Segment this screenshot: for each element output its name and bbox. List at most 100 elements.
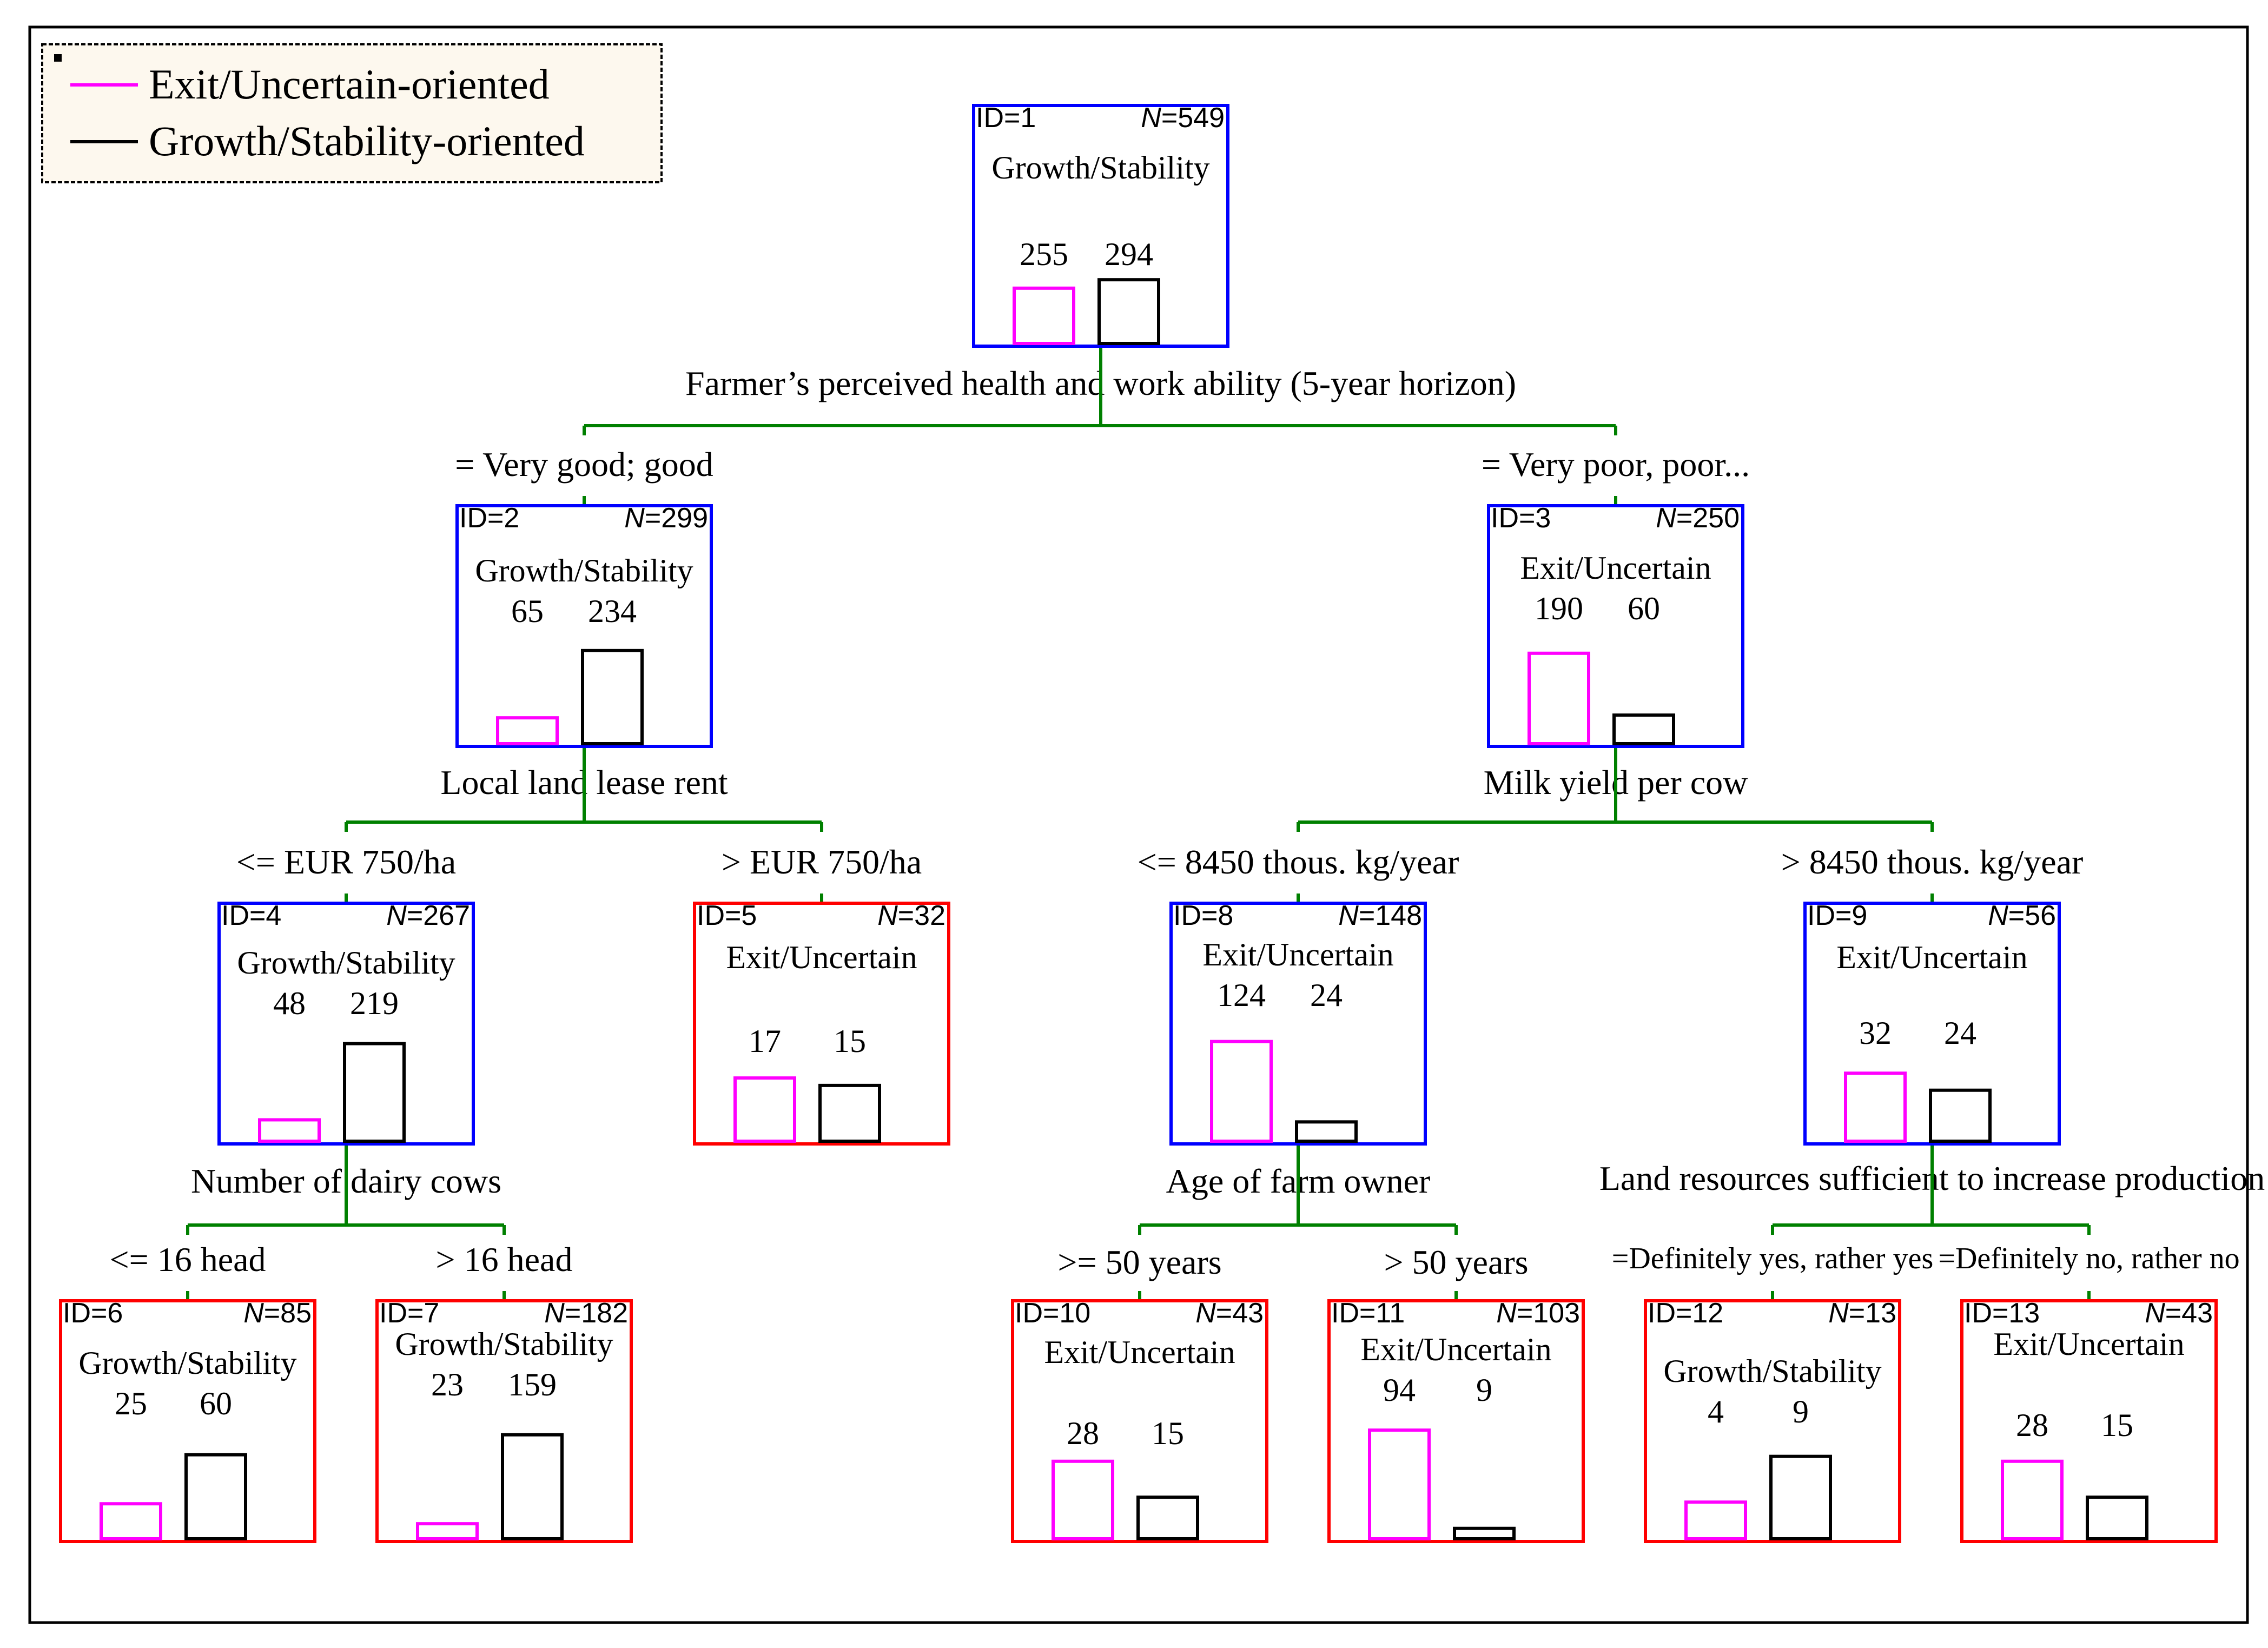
node-n-label: N=43 — [1195, 1298, 1264, 1329]
growth-count-label: 234 — [588, 593, 637, 629]
exit-count-label: 65 — [511, 593, 544, 629]
growth-count-bar — [501, 1433, 564, 1541]
exit-count-bar — [258, 1118, 321, 1143]
growth-count-label: 24 — [1944, 1015, 1976, 1051]
growth-count-bar — [1136, 1495, 1199, 1541]
node-n-label: N=148 — [1338, 900, 1422, 931]
growth-count-bar — [2086, 1495, 2148, 1541]
growth-count-label: 60 — [200, 1386, 232, 1421]
node-id-label: ID=5 — [697, 900, 757, 931]
growth-count-bar — [1929, 1088, 1992, 1143]
exit-count-bar — [2001, 1459, 2064, 1540]
exit-count-label: 94 — [1383, 1372, 1416, 1408]
growth-count-bar — [343, 1042, 406, 1143]
exit-count-bar — [1684, 1500, 1747, 1540]
legend-growth-label: Growth/Stability-oriented — [149, 117, 585, 164]
split-s4: Number of dairy cows<= 16 head> 16 head — [110, 1144, 573, 1301]
node-n-label: N=299 — [624, 502, 708, 534]
node-id-label: ID=2 — [459, 502, 519, 534]
growth-count-bar — [1097, 278, 1160, 345]
exit-count-label: 32 — [1859, 1015, 1892, 1051]
split-connectors: Farmer’s perceived health and work abili… — [110, 346, 2265, 1301]
node-id-label: ID=6 — [63, 1298, 123, 1329]
exit-count-bar — [733, 1076, 796, 1143]
node-class-label: Exit/Uncertain — [1520, 550, 1711, 586]
growth-count-label: 60 — [1628, 591, 1660, 626]
node-class-label: Growth/Stability — [991, 150, 1209, 186]
growth-count-label: 15 — [1152, 1415, 1184, 1451]
branch-condition-label: <= EUR 750/ha — [236, 843, 456, 881]
node-class-label: Exit/Uncertain — [1202, 937, 1393, 972]
growth-count-label: 294 — [1105, 236, 1153, 272]
exit-count-bar — [1210, 1040, 1273, 1143]
node-n-label: N=56 — [1988, 900, 2056, 931]
growth-count-bar — [581, 648, 644, 745]
node-n-label: N=267 — [386, 900, 470, 931]
node-id-label: ID=7 — [379, 1298, 439, 1329]
node-class-label: Growth/Stability — [475, 553, 693, 588]
exit-count-label: 4 — [1708, 1394, 1724, 1429]
node-box — [1487, 504, 1744, 748]
branch-condition-label: <= 8450 thous. kg/year — [1138, 843, 1459, 881]
exit-count-label: 124 — [1217, 977, 1266, 1013]
exit-count-bar — [496, 716, 559, 746]
node-n-label: N=549 — [1141, 102, 1225, 134]
node-class-label: Growth/Stability — [395, 1326, 613, 1362]
split-s5: Age of farm owner>= 50 years> 50 years — [1057, 1144, 1529, 1301]
growth-count-bar — [184, 1453, 247, 1540]
branch-condition-label: <= 16 head — [110, 1240, 266, 1279]
node-n-label: N=32 — [877, 900, 945, 931]
legend-corner-marker — [54, 54, 62, 62]
node-id-label: ID=3 — [1491, 502, 1551, 534]
split-s1: Farmer’s perceived health and work abili… — [455, 346, 1750, 506]
node-class-label: Exit/Uncertain — [1360, 1332, 1551, 1367]
growth-count-label: 219 — [350, 985, 399, 1021]
node-n-label: N=85 — [243, 1298, 312, 1329]
exit-count-bar — [1528, 651, 1590, 746]
exit-count-label: 190 — [1535, 591, 1583, 626]
growth-count-bar — [1769, 1454, 1832, 1541]
split-s2: Local land lease rent<= EUR 750/ha> EUR … — [236, 746, 922, 903]
growth-count-bar — [1612, 713, 1675, 745]
exit-count-bar — [1052, 1459, 1114, 1540]
branch-condition-label: > EUR 750/ha — [722, 843, 922, 881]
node-id-label: ID=9 — [1807, 900, 1867, 931]
growth-count-bar — [818, 1083, 881, 1143]
branch-condition-label: > 16 head — [436, 1240, 573, 1279]
exit-count-label: 28 — [2016, 1407, 2048, 1443]
node-class-label: Growth/Stability — [1663, 1353, 1881, 1389]
branch-condition-label: > 50 years — [1384, 1243, 1528, 1281]
branch-condition-label: =Definitely no, rather no — [1938, 1242, 2239, 1275]
growth-count-bar — [1453, 1526, 1516, 1540]
node-id-label: ID=12 — [1648, 1298, 1723, 1329]
growth-count-label: 9 — [1793, 1394, 1809, 1429]
growth-count-label: 15 — [2101, 1407, 2133, 1443]
branch-condition-label: = Very poor, poor... — [1482, 445, 1750, 484]
node-class-label: Growth/Stability — [78, 1345, 296, 1381]
node-box — [1169, 902, 1427, 1146]
legend-exit-label: Exit/Uncertain-oriented — [149, 61, 550, 108]
exit-count-bar — [1844, 1071, 1907, 1143]
exit-count-bar — [1013, 286, 1075, 345]
frame — [28, 25, 2249, 1624]
exit-count-label: 23 — [431, 1367, 464, 1402]
node-n-label: N=43 — [2145, 1298, 2213, 1329]
node-class-label: Growth/Stability — [237, 945, 455, 981]
node-n-label: N=250 — [1656, 502, 1740, 534]
node-id-label: ID=1 — [976, 102, 1036, 134]
node-class-label: Exit/Uncertain — [726, 939, 917, 975]
legend: Exit/Uncertain-oriented Growth/Stability… — [41, 43, 663, 183]
